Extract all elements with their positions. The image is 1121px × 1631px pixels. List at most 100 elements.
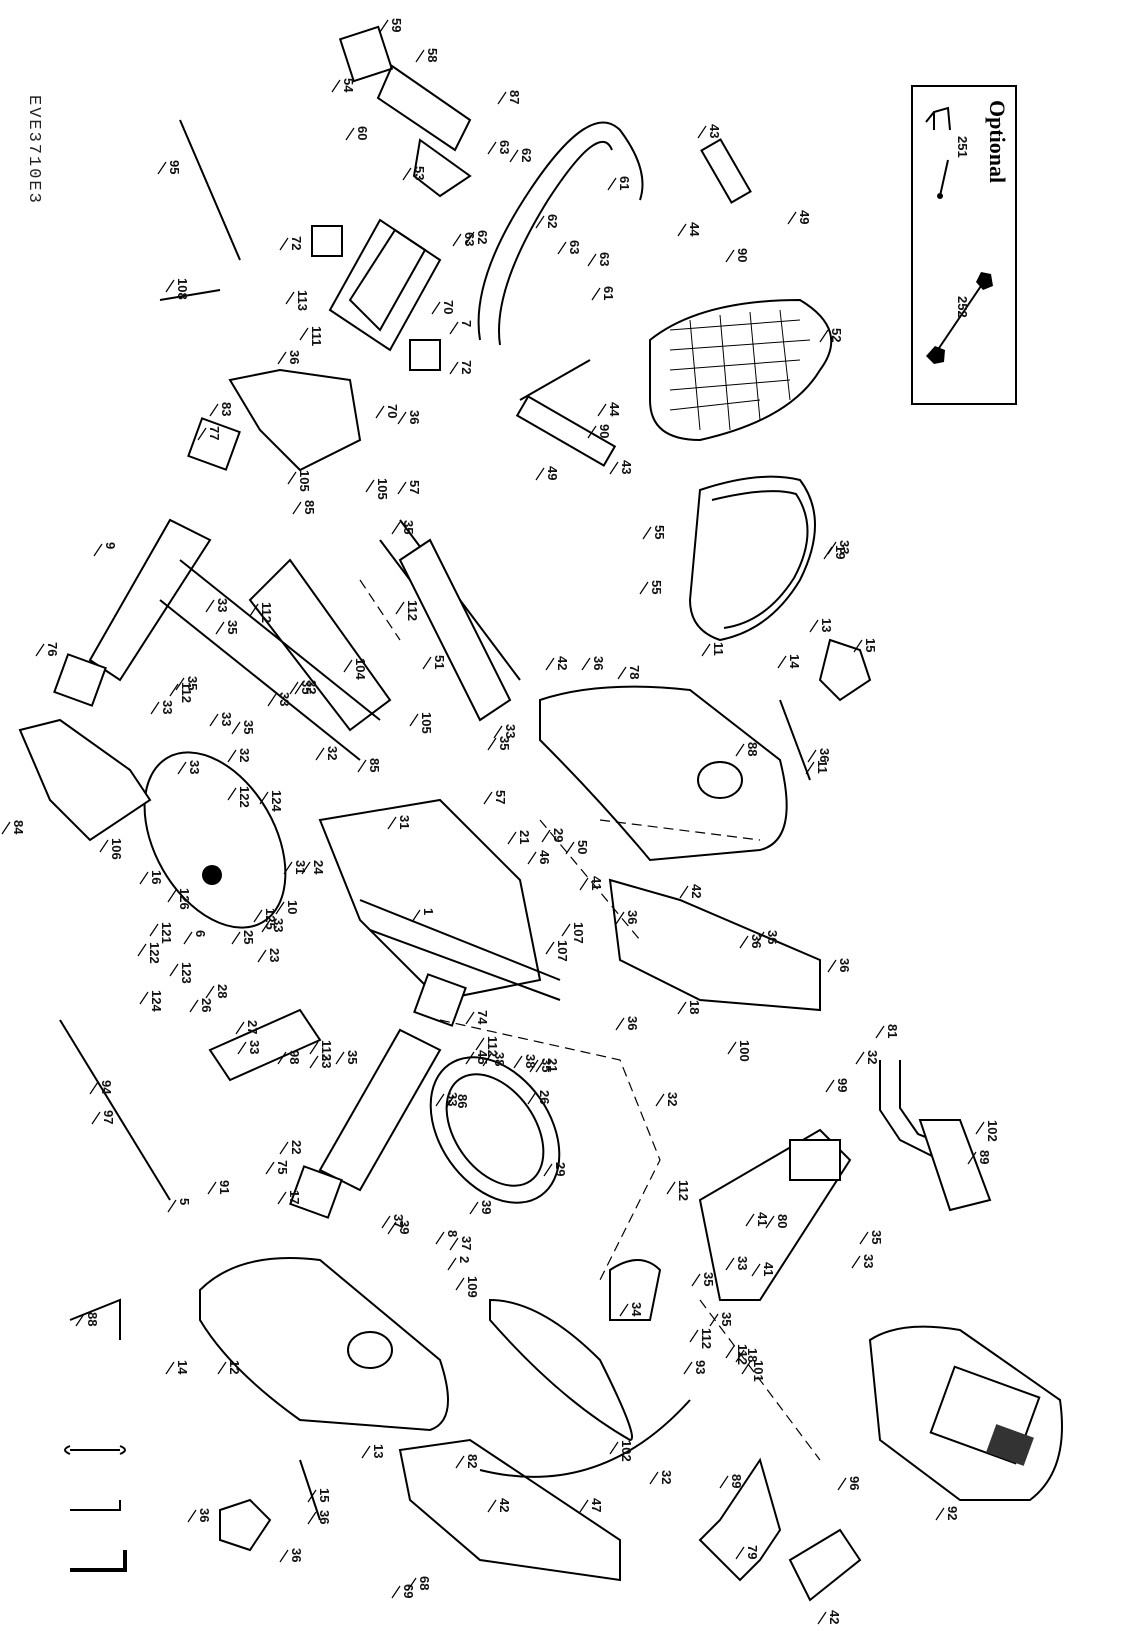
part-number-85: 85 [302, 500, 317, 514]
part-number-81: 81 [885, 1024, 900, 1038]
leader-line [279, 237, 289, 251]
part-number-36: 36 [289, 1548, 304, 1562]
part-number-85: 85 [367, 758, 382, 772]
part-number-105: 105 [375, 478, 390, 500]
part-number-10: 10 [285, 900, 300, 914]
part-number-33: 33 [247, 1040, 262, 1054]
leader-line [679, 885, 689, 899]
leader-line [751, 1263, 761, 1277]
drawing-code: EVE3710E3 [24, 95, 43, 205]
part-number-50: 50 [575, 840, 590, 854]
leader-line [267, 693, 277, 707]
part-number-37: 37 [459, 1236, 474, 1250]
leader-line [309, 1041, 319, 1055]
part-number-18: 18 [745, 1348, 760, 1362]
leader-line [709, 1313, 719, 1327]
part-number-8: 8 [445, 1230, 460, 1237]
part-number-7: 7 [459, 320, 474, 327]
part-number-72: 72 [459, 360, 474, 374]
part-number-102: 102 [985, 1120, 1000, 1142]
part-number-96: 96 [847, 1476, 862, 1490]
optional-part-252: 252 [955, 296, 970, 318]
part-number-27: 27 [245, 1020, 260, 1034]
part-number-52: 52 [829, 328, 844, 342]
part-number-47: 47 [589, 1498, 604, 1512]
leader-line [397, 411, 407, 425]
leader-line [309, 1055, 319, 1069]
part-number-22: 22 [289, 1140, 304, 1154]
leader-line [683, 1361, 693, 1375]
leader-line [361, 1445, 371, 1459]
leader-line [231, 931, 241, 945]
leader-line [513, 1055, 523, 1069]
part-number-83: 83 [219, 402, 234, 416]
leader-line [465, 1051, 475, 1065]
part-number-24: 24 [311, 860, 326, 875]
part-number-62: 62 [519, 148, 534, 162]
leader-line [765, 1215, 775, 1229]
leader-line [395, 601, 405, 615]
part-number-42: 42 [827, 1610, 842, 1624]
part-number-55: 55 [652, 525, 667, 539]
leader-line [1, 821, 11, 835]
leader-line [615, 911, 625, 925]
leader-line [557, 241, 567, 255]
leader-line [167, 1199, 177, 1213]
leader-line [807, 749, 817, 763]
leader-line [139, 871, 149, 885]
leader-line [445, 1095, 455, 1109]
part-number-79: 79 [745, 1545, 760, 1559]
leader-line [387, 816, 397, 830]
part-number-75: 75 [275, 1160, 290, 1174]
leader-line [375, 405, 385, 419]
part-number-29: 29 [553, 1162, 568, 1176]
leader-line [197, 427, 207, 441]
part-number-78: 78 [627, 665, 642, 679]
part-number-35: 35 [497, 736, 512, 750]
part-number-32: 32 [237, 748, 252, 762]
part-number-23: 23 [267, 948, 282, 962]
leader-line [827, 959, 837, 973]
leader-line [93, 543, 103, 557]
leader-line [165, 1361, 175, 1375]
part-number-62: 62 [545, 214, 560, 228]
leader-line [465, 231, 475, 245]
leader-line [859, 1231, 869, 1245]
leader-line [387, 1221, 397, 1235]
leader-line [277, 1051, 287, 1065]
leader-line [487, 141, 497, 155]
leader-line [561, 923, 571, 937]
part-number-32: 32 [865, 1050, 880, 1064]
part-number-62: 62 [475, 230, 490, 244]
leader-line [755, 931, 765, 945]
leader-line [422, 656, 432, 670]
part-number-32: 32 [304, 680, 319, 694]
part-number-35: 35 [539, 1058, 554, 1072]
part-number-13: 13 [819, 618, 834, 632]
leader-line [275, 901, 285, 915]
part-number-33: 33 [503, 724, 518, 738]
part-number-97: 97 [101, 1110, 116, 1124]
part-number-43: 43 [619, 460, 634, 474]
leader-line [227, 787, 237, 801]
leader-line [545, 657, 555, 671]
leader-line [331, 79, 341, 93]
leader-line [642, 526, 652, 540]
part-number-63: 63 [567, 240, 582, 254]
part-number-86: 86 [455, 1094, 470, 1108]
part-number-33: 33 [837, 540, 852, 554]
leader-line [935, 1507, 945, 1521]
optional-part-251: 251 [955, 136, 970, 158]
leader-line [449, 1237, 459, 1251]
leader-line [409, 713, 419, 727]
leader-line [725, 1257, 735, 1271]
part-number-21: 21 [517, 830, 532, 844]
part-number-72: 72 [289, 236, 304, 250]
part-number-33: 33 [735, 1256, 750, 1270]
leader-line [507, 831, 517, 845]
part-number-43: 43 [707, 124, 722, 138]
leader-line [265, 1161, 275, 1175]
leader-line [809, 619, 819, 633]
part-number-63: 63 [497, 140, 512, 154]
